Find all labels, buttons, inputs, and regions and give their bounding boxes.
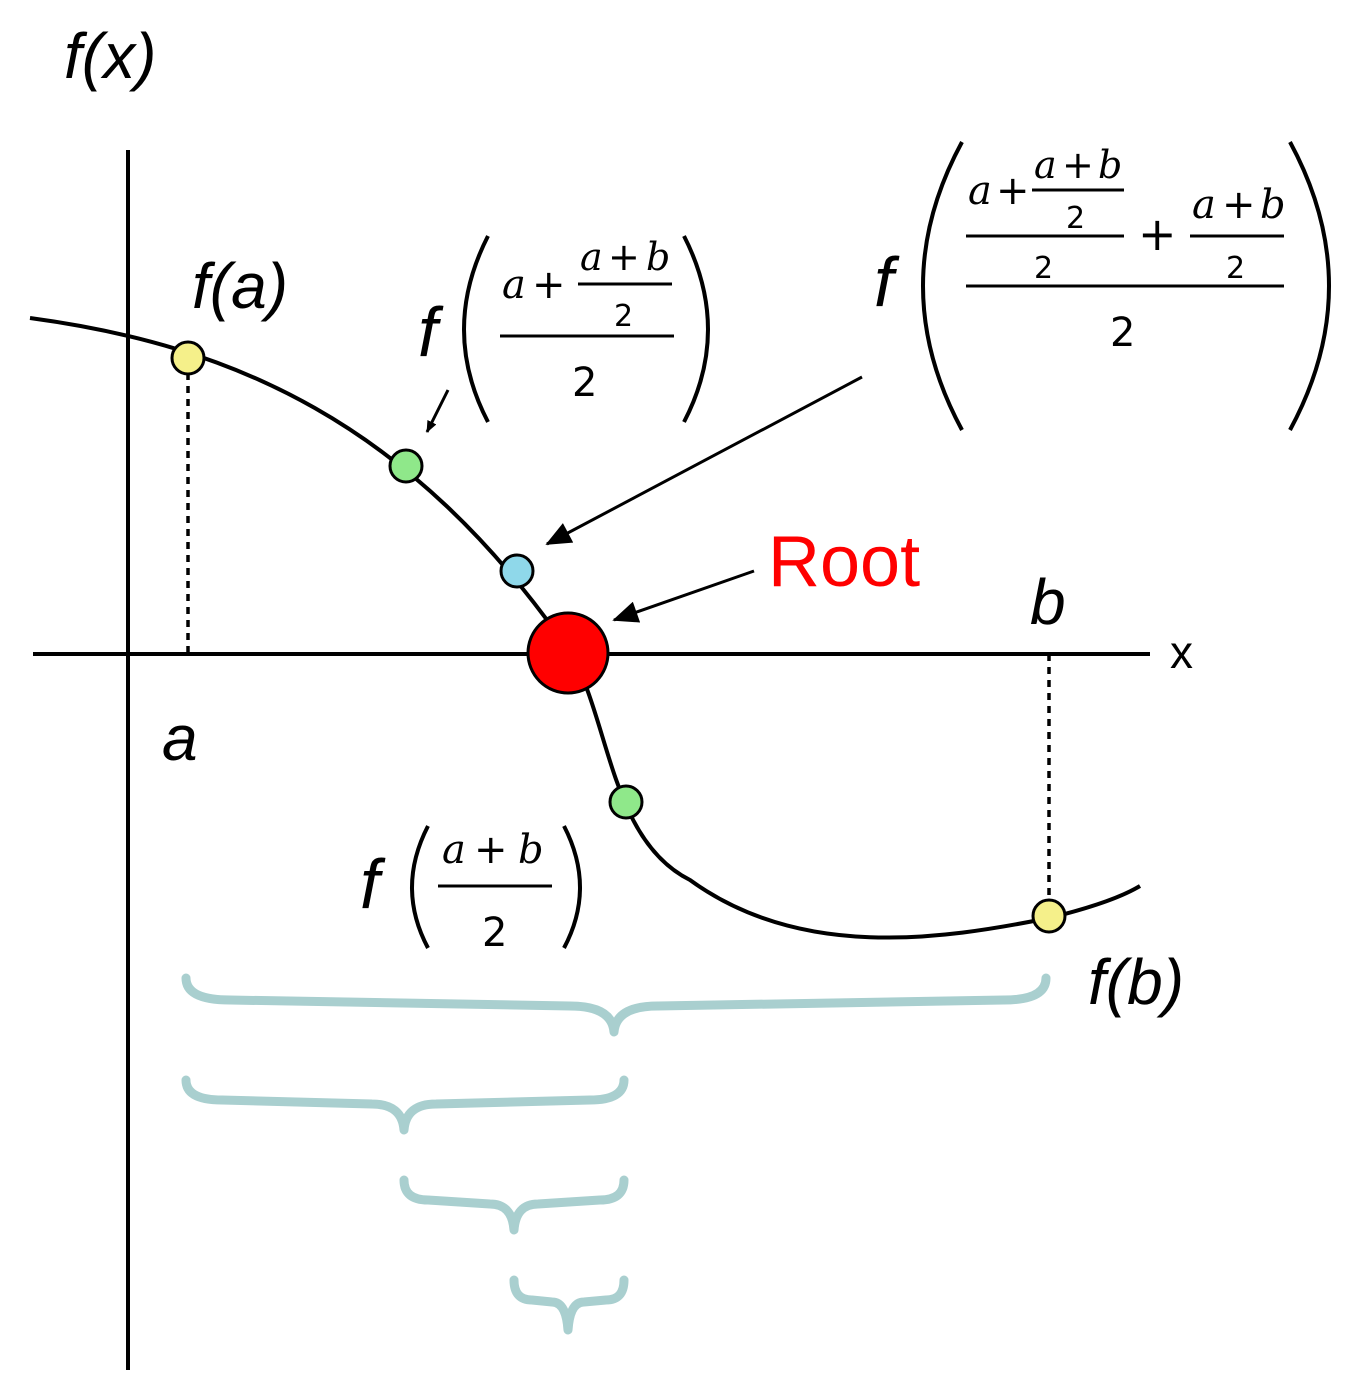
formula-f: f (360, 845, 386, 923)
formula-third-midpoint: f a + a + b 2 2 + a + b 2 2 (874, 141, 1331, 431)
formula-f: f (418, 293, 444, 371)
t-right-2: 2 (1226, 251, 1245, 286)
third-midpoint (499, 553, 535, 589)
t-r-a: a (1192, 182, 1216, 228)
fa-point (170, 340, 206, 376)
formula-first-midpoint: f a + b 2 (360, 825, 582, 956)
numerator-plus: + (474, 827, 508, 873)
formula-f: f (874, 243, 900, 321)
midpoint-arrow (425, 389, 450, 433)
t-left-2: 2 (1034, 251, 1053, 286)
t-inner-2: 2 (1066, 201, 1085, 236)
y-axis-label: f(x) (64, 20, 156, 92)
root-label: Root (768, 522, 920, 602)
a-label: a (162, 702, 198, 774)
fb-point (1031, 898, 1067, 934)
t-r-plus: + (1222, 182, 1256, 228)
left-paren (462, 235, 490, 423)
fb-label: f(b) (1088, 946, 1184, 1018)
right-paren (682, 235, 710, 423)
interval-braces (181, 973, 1051, 1335)
x-axis-label: x (1170, 626, 1193, 678)
brace-interval-1 (181, 973, 1051, 1037)
brace-interval-4 (509, 1275, 629, 1335)
outer-plus: + (532, 262, 566, 308)
t-inner-b: b (1098, 143, 1122, 187)
t-a: a (968, 168, 992, 214)
formula-second-midpoint: f a + a + b 2 2 (418, 235, 710, 423)
numerator-a: a (442, 827, 466, 873)
brace-interval-2 (181, 1075, 629, 1135)
right-paren (1288, 141, 1331, 431)
b-label: b (1030, 566, 1066, 638)
brace-interval-3 (399, 1175, 629, 1235)
left-paren (921, 141, 964, 431)
t-r-b: b (1260, 182, 1286, 228)
root-arrow (612, 569, 755, 623)
inner-denominator-2: 2 (614, 299, 633, 334)
t-main-2: 2 (1110, 310, 1135, 356)
root-point (526, 611, 610, 695)
t-inner-plus: + (1062, 143, 1094, 187)
right-paren (562, 825, 582, 949)
outer-a: a (502, 262, 526, 308)
outer-denominator-2: 2 (572, 360, 597, 406)
second-midpoint (388, 448, 424, 484)
inner-b: b (646, 235, 670, 279)
t-plus: + (996, 168, 1030, 214)
numerator-b: b (518, 827, 544, 873)
inner-a: a (580, 235, 603, 279)
first-midpoint (608, 784, 644, 820)
inner-plus: + (608, 235, 640, 279)
denominator-2: 2 (482, 910, 507, 956)
left-paren (410, 825, 430, 949)
fa-label: f(a) (192, 250, 288, 322)
t-mid-plus: + (1138, 207, 1177, 261)
t-inner-a: a (1034, 143, 1057, 187)
third-point-arrow (545, 375, 863, 546)
